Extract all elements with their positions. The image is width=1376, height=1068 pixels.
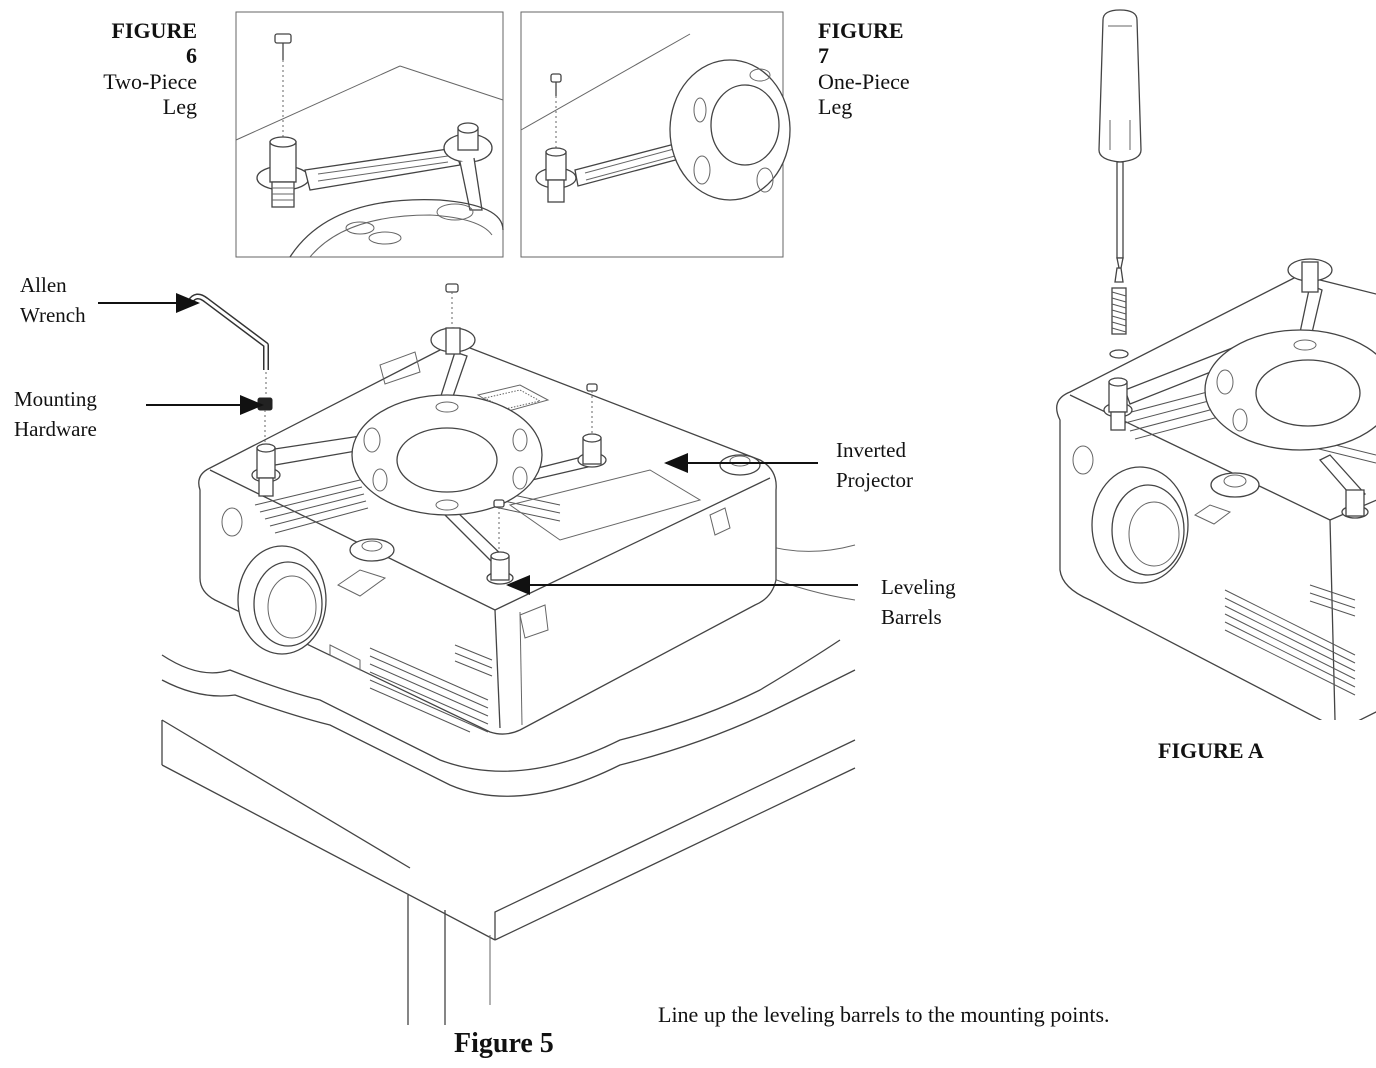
mounting-hardware-label-line2: Hardware <box>14 417 97 441</box>
figure-7-inset <box>520 11 791 258</box>
figure-a-label: FIGURE A <box>1158 738 1264 763</box>
leveling-barrels-label: Leveling Barrels <box>881 572 956 632</box>
inverted-projector-label-line1: Inverted <box>836 438 906 462</box>
inverted-projector-label-line2: Projector <box>836 468 913 492</box>
instruction-text: Line up the leveling barrels to the moun… <box>658 1002 1110 1027</box>
figure-7-heading: FIGURE <box>818 18 904 43</box>
mount-assembly <box>187 283 607 585</box>
leveling-barrels-label-line1: Leveling <box>881 575 956 599</box>
mounting-hardware-label-line1: Mounting <box>14 387 97 411</box>
leveling-barrels-label-line2: Barrels <box>881 605 942 629</box>
figure-7-caption: FIGURE 7 One-Piece Leg <box>818 18 910 119</box>
mounting-hardware-label: Mounting Hardware <box>14 384 97 444</box>
figure-6-number: 6 <box>186 43 197 69</box>
figure-6-line1: Two-Piece <box>103 68 197 94</box>
screwdriver <box>1098 9 1142 269</box>
figure-7-line1: One-Piece <box>818 68 910 94</box>
inverted-projector-label: Inverted Projector <box>836 435 913 495</box>
table <box>161 539 856 1025</box>
figure-7-number: 7 <box>818 43 829 69</box>
figure-6-inset <box>235 11 504 258</box>
figure-a-drawing <box>1056 258 1376 720</box>
figure-6-line2: Leg <box>162 93 197 119</box>
allen-wrench-label: Allen Wrench <box>20 270 86 330</box>
allen-wrench-label-line1: Allen <box>20 273 67 297</box>
figure-6-caption: FIGURE 6 Two-Piece Leg <box>60 18 197 119</box>
figure-7-line2: Leg <box>818 93 853 119</box>
figure-5-label: Figure 5 <box>454 1028 554 1059</box>
figure-6-heading: FIGURE <box>111 18 197 43</box>
callout-arrows <box>98 293 858 595</box>
allen-wrench-label-line2: Wrench <box>20 303 86 327</box>
